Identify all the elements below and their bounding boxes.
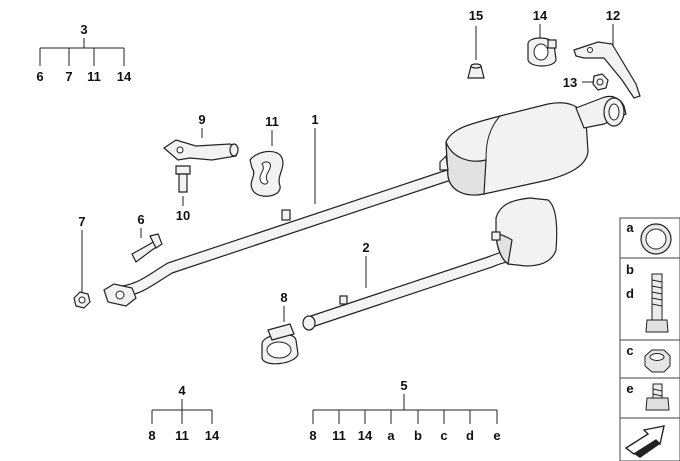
hex-nut-icon [644, 349, 671, 373]
center-pipe [302, 197, 558, 331]
callouts: 1 2 6 7 8 9 10 11 12 13 14 15 [78, 8, 620, 305]
group-4-tree: 4 8 11 14 [148, 383, 220, 443]
group-4-head: 4 [178, 383, 186, 398]
group-5-item: 14 [358, 428, 373, 443]
group-3-item: 7 [65, 69, 72, 84]
short-bolt-icon [645, 383, 670, 411]
arrow-icon [624, 425, 665, 458]
callout-1: 1 [311, 112, 318, 127]
nut-13 [582, 73, 609, 91]
group-5-item: d [466, 428, 474, 443]
clamp-top [527, 24, 557, 67]
legend-label-a: a [626, 220, 634, 235]
group-3-head: 3 [80, 22, 87, 37]
callout-14: 14 [533, 8, 548, 23]
callout-7: 7 [78, 214, 85, 229]
group-5-item: a [387, 428, 395, 443]
clamp-8 [261, 306, 299, 365]
callout-9: 9 [198, 112, 205, 127]
group-5-item: 11 [332, 428, 346, 443]
group-4-item: 11 [175, 428, 189, 443]
group-5-tree: 5 8 11 14 a b c d e [309, 378, 500, 443]
legend-label-d: d [626, 286, 634, 301]
callout-2: 2 [362, 240, 369, 255]
bolt-6 [131, 228, 163, 263]
legend-label-b: b [626, 262, 634, 277]
muffler-bracket [573, 24, 641, 99]
group-3-item: 11 [87, 69, 101, 84]
o-ring-icon [640, 223, 672, 255]
group-5-head: 5 [400, 378, 407, 393]
callout-10: 10 [176, 208, 190, 223]
rear-muffler [439, 95, 627, 196]
callout-15: 15 [469, 8, 483, 23]
group-4-item: 8 [148, 428, 155, 443]
legend-label-e: e [626, 381, 633, 396]
group-3-tree: 3 6 7 11 14 [36, 22, 132, 84]
bolt-icon [645, 273, 669, 333]
bracket-9 [163, 128, 239, 161]
leader-lines [314, 128, 367, 288]
group-5-item: b [414, 428, 422, 443]
callout-8: 8 [280, 290, 287, 305]
group-3-item: 6 [36, 69, 43, 84]
legend-label-c: c [626, 343, 633, 358]
callout-12: 12 [606, 8, 620, 23]
legend-panel: a b d c e [619, 217, 680, 461]
rubber-mount-11 [249, 130, 284, 197]
nut-7 [73, 230, 91, 309]
group-3-item: 14 [117, 69, 132, 84]
bolt-10 [175, 165, 191, 206]
callout-13: 13 [563, 75, 577, 90]
callout-11: 11 [265, 114, 279, 129]
group-5-item: 8 [309, 428, 316, 443]
group-5-item: c [440, 428, 447, 443]
callout-6: 6 [137, 212, 144, 227]
group-5-item: e [493, 428, 500, 443]
group-4-item: 14 [205, 428, 220, 443]
rubber-buffer [467, 26, 485, 79]
